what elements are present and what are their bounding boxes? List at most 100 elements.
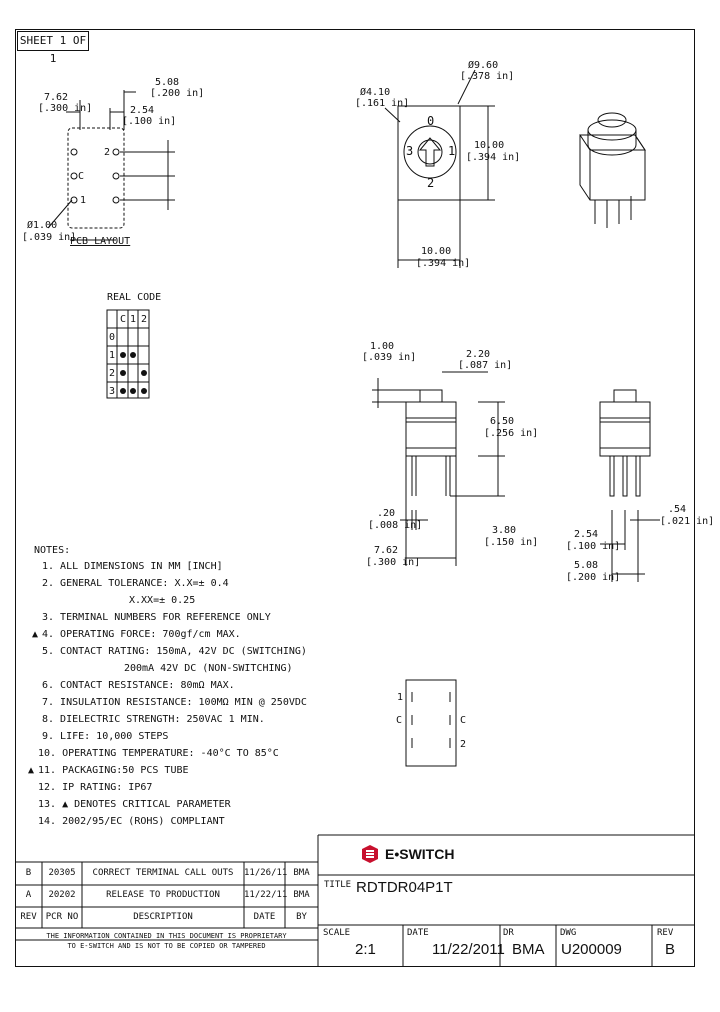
side-dim-220-in: [.087 in] bbox=[458, 360, 513, 371]
bottom-view-body bbox=[405, 679, 457, 767]
right-dim-054: .54 bbox=[668, 504, 687, 515]
top-height-in: [.394 in] bbox=[466, 152, 521, 163]
top-dia-big-in: [.378 in] bbox=[460, 71, 515, 82]
rev-header-rev: REV bbox=[20, 912, 37, 922]
side-view-cap bbox=[419, 389, 443, 403]
note-item: 1. ALL DIMENSIONS IN MM [INCH] bbox=[42, 561, 223, 572]
real-code-dot bbox=[140, 370, 147, 376]
note-item: 13. ▲ DENOTES CRITICAL PARAMETER bbox=[38, 799, 231, 810]
date-label: DATE bbox=[407, 928, 429, 938]
side-dim-100: 1.00 bbox=[370, 341, 395, 352]
note-item: 2. GENERAL TOLERANCE: X.X=± 0.4 bbox=[42, 578, 229, 589]
note-item: 6. CONTACT RESISTANCE: 80mΩ MAX. bbox=[42, 680, 235, 691]
brand-name: E•SWITCH bbox=[385, 846, 455, 862]
pcb-hole-dia-in: [.039 in] bbox=[22, 232, 77, 243]
pcb-pin-1: 1 bbox=[80, 195, 87, 206]
date-value: 11/22/2011 bbox=[432, 941, 505, 958]
pcb-dim-762: 7.62 bbox=[44, 92, 69, 103]
notes-title: NOTES: bbox=[34, 545, 71, 556]
critical-marker-icon: ▲ bbox=[32, 629, 39, 640]
real-code-pos: 0 bbox=[109, 332, 116, 343]
top-width: 10.00 bbox=[421, 246, 452, 257]
dr-value: BMA bbox=[512, 941, 545, 958]
real-code-title: REAL CODE bbox=[107, 292, 162, 303]
rev-value: B bbox=[665, 941, 676, 958]
note-item: 8. DIELECTRIC STRENGTH: 250VAC 1 MIN. bbox=[42, 714, 265, 725]
disclaimer-line-2: TO E-SWITCH AND IS NOT TO BE COPIED OR T… bbox=[67, 942, 266, 950]
rev-cell-pcr: 20305 bbox=[48, 868, 76, 878]
pcb-hole bbox=[112, 196, 120, 204]
real-code-header-2: 2 bbox=[141, 314, 148, 325]
side-dim-762-in: [.300 in] bbox=[366, 557, 421, 568]
top-dia-big: Ø9.60 bbox=[468, 60, 499, 71]
real-code-dot bbox=[130, 352, 136, 358]
note-item: X.XX=± 0.25 bbox=[129, 595, 196, 606]
top-view-knob bbox=[403, 125, 457, 179]
bottom-pin-c-right: C bbox=[460, 715, 467, 726]
note-item: 4. OPERATING FORCE: 700gf/cm MAX. bbox=[42, 629, 241, 640]
right-dim-508: 5.08 bbox=[574, 560, 599, 571]
real-code-header-1: 1 bbox=[130, 314, 137, 325]
rev-header-desc: DESCRIPTION bbox=[133, 912, 193, 922]
side-dim-100-in: [.039 in] bbox=[362, 352, 417, 363]
right-view-upper bbox=[599, 401, 651, 423]
note-item: 11. PACKAGING:50 PCS TUBE bbox=[38, 765, 189, 776]
real-code-pos: 1 bbox=[109, 350, 116, 361]
note-item: 5. CONTACT RATING: 150mA, 42V DC (SWITCH… bbox=[42, 646, 307, 657]
right-dim-508-in: [.200 in] bbox=[566, 572, 621, 583]
side-dim-020: .20 bbox=[377, 508, 396, 519]
side-dim-650-in: [.256 in] bbox=[484, 428, 539, 439]
rev-cell-pcr: 20202 bbox=[48, 890, 76, 900]
real-code-dot bbox=[119, 370, 126, 376]
top-num-2: 2 bbox=[427, 176, 435, 190]
side-dim-762: 7.62 bbox=[374, 545, 399, 556]
rev-cell-date: 11/26/11 bbox=[244, 868, 288, 878]
part-title: RDTDR04P1T bbox=[356, 879, 453, 896]
top-dia-small-in: [.161 in] bbox=[355, 98, 410, 109]
top-height: 10.00 bbox=[474, 140, 505, 151]
right-dim-054-in: [.021 in] bbox=[660, 516, 715, 527]
pcb-dim-254-in: [.100 in] bbox=[122, 116, 177, 127]
dwg-value: U200009 bbox=[561, 941, 622, 958]
pcb-hole bbox=[70, 148, 78, 156]
pcb-dim-508: 5.08 bbox=[155, 77, 180, 88]
pcb-pin-c: C bbox=[78, 171, 85, 182]
real-code-dot bbox=[140, 388, 147, 394]
rev-cell-rev: A bbox=[25, 890, 32, 900]
pcb-pin-2: 2 bbox=[104, 147, 111, 158]
note-item: 3. TERMINAL NUMBERS FOR REFERENCE ONLY bbox=[42, 612, 271, 623]
right-dim-254-in: [.100 in] bbox=[566, 541, 621, 552]
pcb-dim-508-in: [.200 in] bbox=[150, 88, 205, 99]
note-item: 7. INSULATION RESISTANCE: 100MΩ MIN @ 25… bbox=[42, 697, 307, 708]
rev-cell-desc: RELEASE TO PRODUCTION bbox=[106, 890, 220, 900]
top-num-1: 1 bbox=[448, 144, 456, 158]
top-num-3: 3 bbox=[406, 144, 414, 158]
rev-header-pcr: PCR NO bbox=[45, 912, 79, 922]
top-dia-small: Ø4.10 bbox=[360, 87, 391, 98]
top-view-knob-inner bbox=[417, 139, 443, 165]
brand-logo-mark bbox=[362, 845, 378, 863]
pcb-hole bbox=[112, 172, 120, 180]
iso-knob bbox=[587, 119, 637, 141]
scale-value: 2:1 bbox=[355, 941, 376, 958]
note-item: 9. LIFE: 10,000 STEPS bbox=[42, 731, 169, 742]
pcb-dim-254: 2.54 bbox=[130, 105, 155, 116]
pcb-hole bbox=[70, 196, 78, 204]
real-code-dot bbox=[130, 388, 136, 394]
right-dim-254: 2.54 bbox=[574, 529, 599, 540]
real-code-dot bbox=[119, 388, 126, 394]
rev-label: REV bbox=[657, 928, 674, 938]
pcb-hole bbox=[70, 172, 78, 180]
scale-label: SCALE bbox=[323, 928, 351, 938]
disclaimer-line-1: THE INFORMATION CONTAINED IN THIS DOCUME… bbox=[46, 932, 287, 940]
sheet-label: SHEET 1 OF 1 bbox=[17, 31, 89, 65]
pcb-outline bbox=[67, 127, 125, 229]
note-item: 10. OPERATING TEMPERATURE: -40°C TO 85°C bbox=[38, 748, 279, 759]
dwg-label: DWG bbox=[560, 928, 577, 938]
bottom-pin-2: 2 bbox=[460, 739, 467, 750]
rev-header-by: BY bbox=[296, 912, 307, 922]
rev-cell-rev: B bbox=[25, 868, 32, 878]
side-dim-020-in: [.008 in] bbox=[368, 520, 423, 531]
dr-label: DR bbox=[503, 928, 514, 938]
